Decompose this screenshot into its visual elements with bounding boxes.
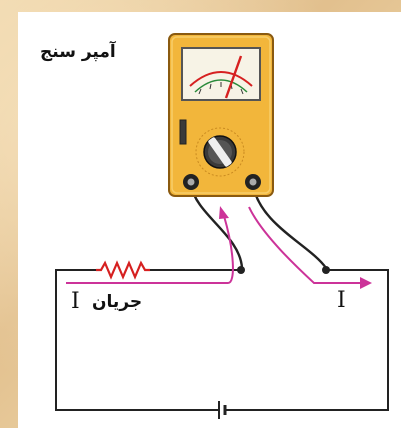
resistor-icon xyxy=(96,260,150,280)
current-arrow-right xyxy=(248,206,362,284)
ammeter-icon xyxy=(168,33,274,197)
current-symbol-left: I xyxy=(71,289,80,314)
probe-wire-right xyxy=(251,184,327,269)
probe-wires xyxy=(189,184,327,269)
junction-dot-left xyxy=(237,266,245,274)
needle-icon xyxy=(224,55,243,99)
current-arrow-left xyxy=(66,215,234,284)
junction-dot-right xyxy=(322,266,330,274)
battery-icon xyxy=(212,400,234,420)
current-symbol-right: I xyxy=(337,288,346,313)
probe-wire-left xyxy=(189,184,244,269)
current-arrows xyxy=(66,206,372,289)
current-label: جریان xyxy=(92,292,143,312)
diagram-title: آمپر سنج xyxy=(40,42,116,62)
arrowhead-up-icon xyxy=(219,206,229,219)
arrowhead-right-icon xyxy=(360,277,372,289)
